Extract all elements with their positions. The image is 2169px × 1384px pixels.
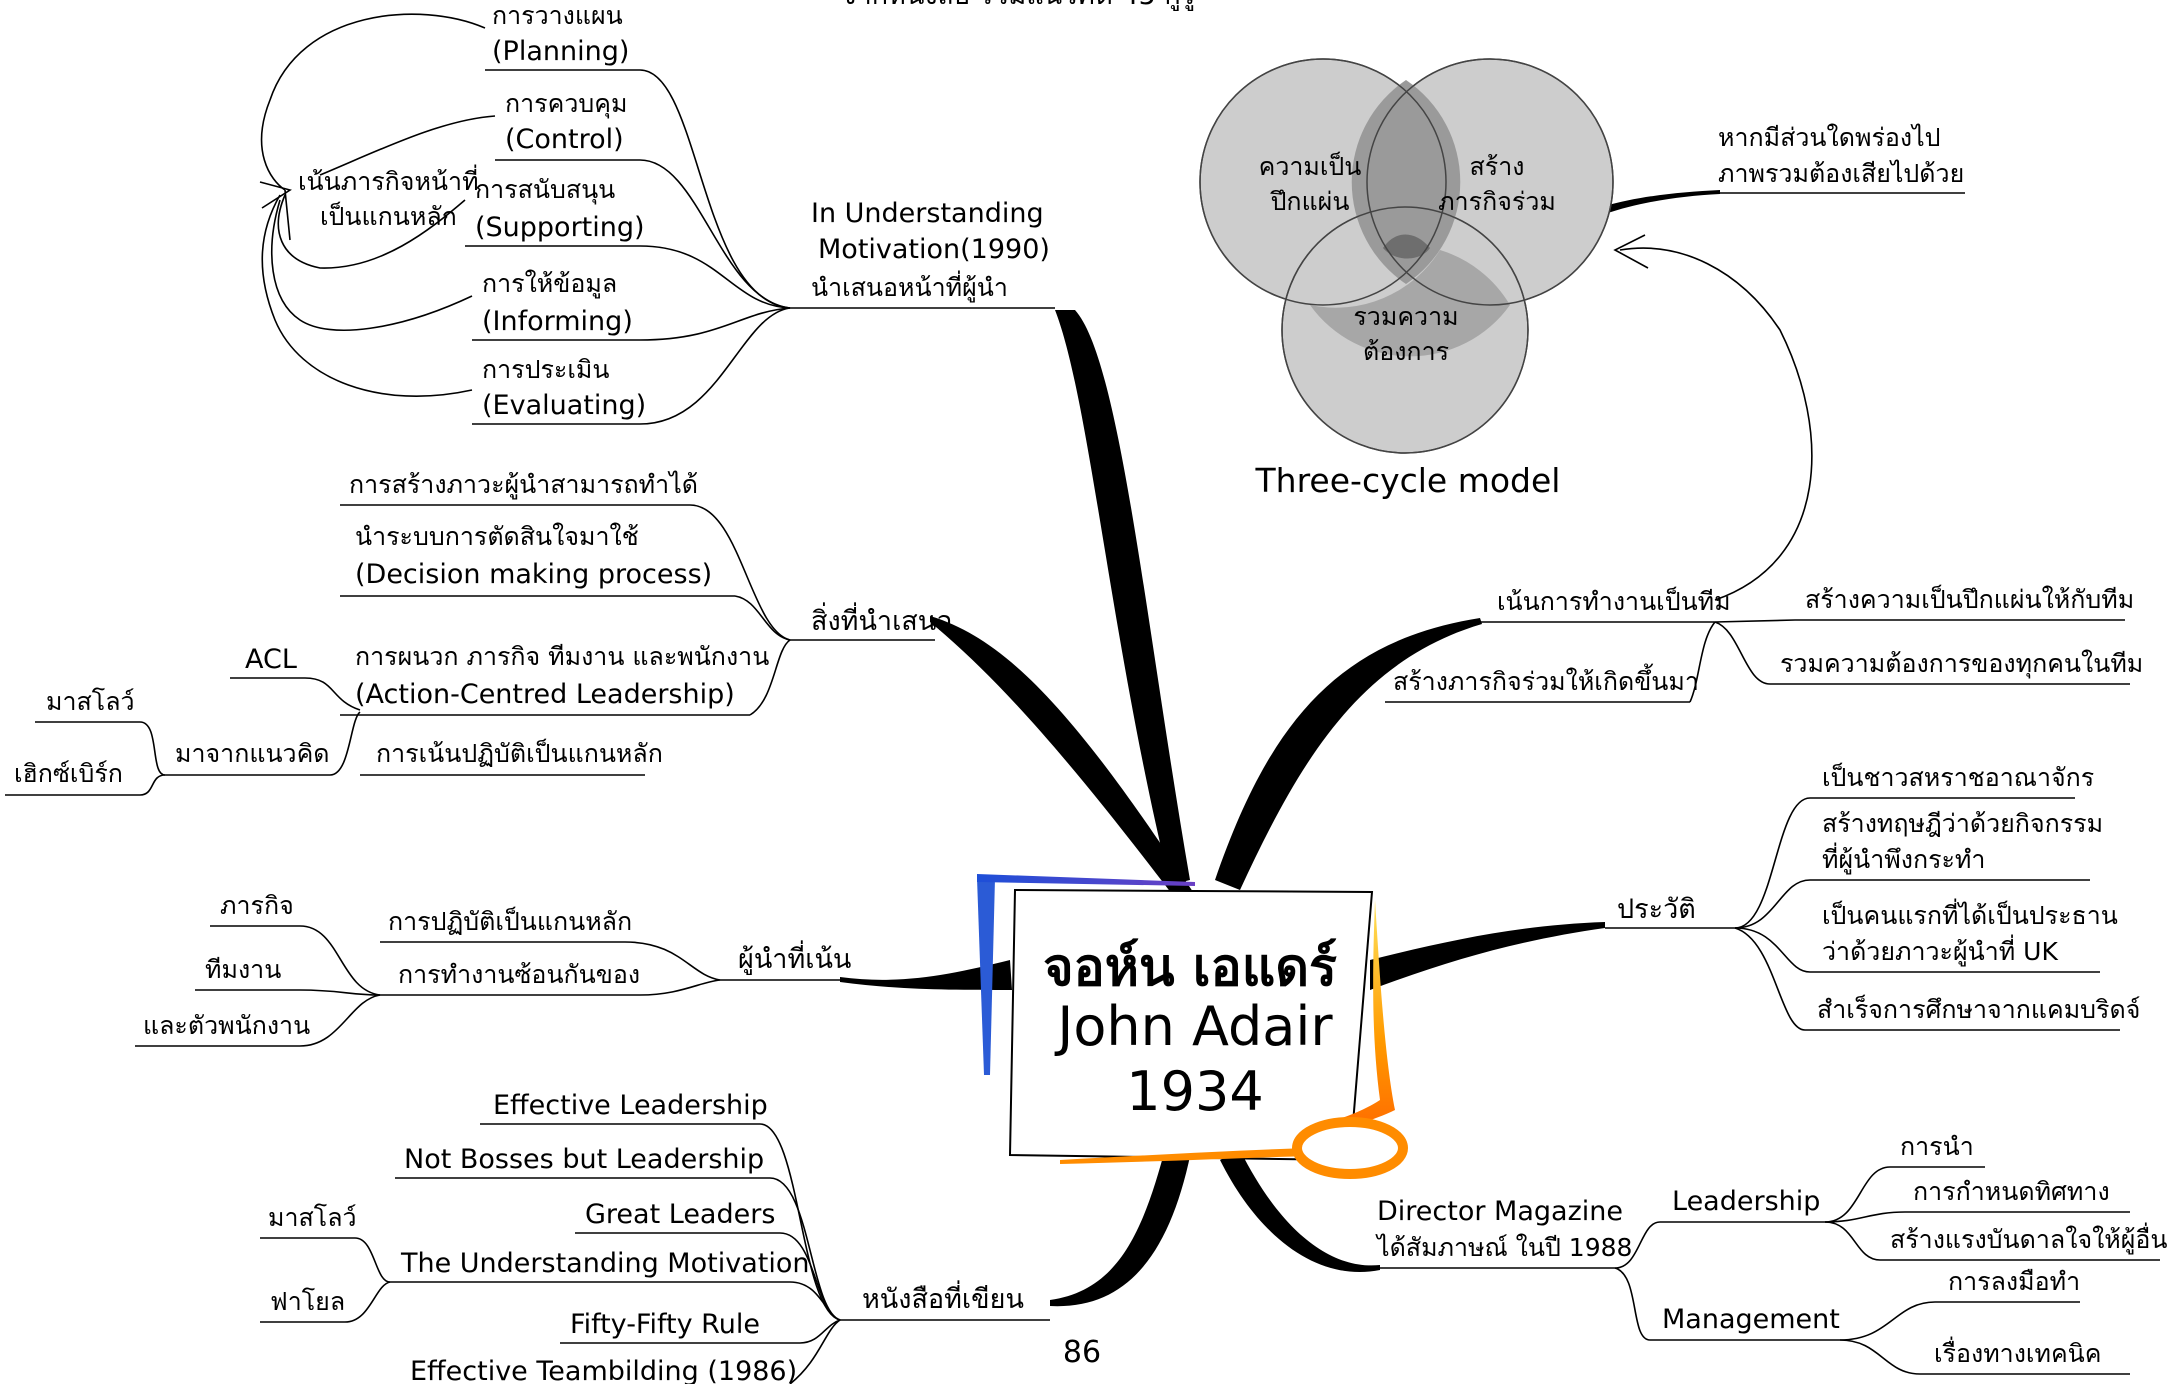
header-text: จากหนังสือ รวมแนวคิด 45 กูรู	[841, 0, 1196, 11]
history-item-2-th1: สร้างทฤษฎีว่าด้วยกิจกรรม	[1822, 809, 2103, 838]
book-6: Effective Teambilding (1986)	[410, 1356, 797, 1384]
center-year: 1934	[1126, 1060, 1263, 1123]
presented-influence-1: มาสโลว์	[46, 687, 135, 716]
history-item-1: เป็นชาวสหราชอาณาจักร	[1822, 762, 2094, 792]
understanding-title-3: นำเสนอหน้าที่ผู้นำ	[811, 270, 1008, 303]
venn-note-2: ภาพรวมต้องเสียไปด้วย	[1718, 159, 1964, 188]
book-4: The Understanding Motivation	[400, 1248, 809, 1279]
understanding-branch: In Understanding Motivation(1990) นำเสนอ…	[259, 1, 1055, 425]
leader-focus-sub-3: และตัวพนักงาน	[143, 1011, 310, 1040]
books-branch: หนังสือที่เขียน Effective Leadership Not…	[260, 1090, 1050, 1384]
books-title: หนังสือที่เขียน	[862, 1280, 1024, 1315]
history-title: ประวัติ	[1617, 894, 1696, 925]
teamwork-title: เน้นการทำงานเป็นทีม	[1497, 586, 1731, 616]
acl-label: ACL	[245, 644, 297, 675]
leader-focus-title: ผู้นำที่เน้น	[738, 940, 851, 975]
understanding-item-2-th: การควบคุม	[505, 89, 627, 119]
venn-label-task-2: ภารกิจร่วม	[1438, 187, 1556, 216]
management-item-2: เรื่องทางเทคนิค	[1934, 1336, 2101, 1368]
venn-label-needs-1: รวมความ	[1353, 302, 1458, 331]
venn-label-unity-1: ความเป็น	[1259, 151, 1362, 181]
books-influence-2: ฟาโยล	[270, 1287, 345, 1316]
history-item-4: สำเร็จการศึกษาจากแคมบริดจ์	[1817, 994, 2140, 1024]
teamwork-branch: เน้นการทำงานเป็นทีม สร้างความเป็นปึกแผ่น…	[1385, 584, 2143, 703]
source-label: มาจากแนวคิด	[175, 739, 330, 768]
understanding-item-5-th: การประเมิน	[482, 355, 609, 384]
director-title-1: Director Magazine	[1377, 1196, 1623, 1227]
management-item-1: การลงมือทำ	[1948, 1267, 2080, 1296]
director-title-2: ได้สัมภาษณ์ ในปี 1988	[1375, 1233, 1632, 1262]
venn-label-unity-2: ปึกแผ่น	[1270, 187, 1349, 216]
teamwork-item-1: สร้างความเป็นปึกแผ่นให้กับทีม	[1805, 584, 2134, 614]
understanding-item-2-en: (Control)	[505, 124, 624, 155]
center-card: จอห์น เอแดร์ John Adair 1934	[977, 874, 1408, 1179]
page-number: 86	[1063, 1335, 1101, 1370]
history-branch: ประวัติ เป็นชาวสหราชอาณาจักร สร้างทฤษฎีว…	[1605, 762, 2140, 1031]
book-1: Effective Leadership	[493, 1090, 768, 1121]
presented-influence-2: เฮิกซ์เบิร์ก	[14, 759, 123, 788]
leader-focus-sub-1: ภารกิจ	[220, 891, 294, 920]
presented-item-3-en: (Action-Centred Leadership)	[355, 679, 735, 710]
venn-label-needs-2: ต้องการ	[1363, 337, 1449, 366]
leader-focus-item-1: การปฏิบัติเป็นแกนหลัก	[388, 906, 632, 936]
teamwork-item-2: รวมความต้องการของทุกคนในทีม	[1780, 649, 2143, 679]
leadership-item-1: การนำ	[1900, 1132, 1974, 1161]
understanding-item-4-th: การให้ข้อมูล	[482, 269, 617, 299]
presented-branch: สิ่งที่นำเสนอ การสร้างภาวะผู้นำสามารถทำไ…	[5, 470, 952, 796]
understanding-item-1-th: การวางแผน	[492, 1, 623, 30]
venn-caption: Three-cycle model	[1255, 461, 1561, 500]
management-label: Management	[1662, 1304, 1840, 1335]
main-branches	[840, 190, 1720, 1307]
presented-title: สิ่งที่นำเสนอ	[811, 602, 952, 637]
understanding-item-5-en: (Evaluating)	[482, 390, 646, 421]
venn-diagram: ความเป็น ปึกแผ่น สร้าง ภารกิจร่วม รวมควา…	[1199, 58, 1965, 601]
presented-item-2-en: (Decision making process)	[355, 559, 712, 590]
presented-item-1: การสร้างภาวะผู้นำสามารถทำได้	[349, 470, 698, 500]
director-branch: Director Magazine ได้สัมภาษณ์ ในปี 1988 …	[1370, 1132, 2168, 1375]
book-2: Not Bosses but Leadership	[404, 1144, 764, 1175]
center-name-th: จอห์น เอแดร์	[1043, 938, 1337, 998]
venn-label-task-1: สร้าง	[1470, 152, 1525, 181]
presented-item-2-th: นำระบบการตัดสินใจมาใช้	[355, 522, 639, 551]
leader-focus-branch: ผู้นำที่เน้น การปฏิบัติเป็นแกนหลัก การทำ…	[135, 891, 851, 1047]
book-5: Fifty-Fifty Rule	[570, 1309, 760, 1340]
focus-text-1: เน้นภารกิจหน้าที่	[298, 164, 479, 196]
history-item-2-th2: ที่ผู้นำพึงกระทำ	[1822, 842, 1985, 875]
understanding-item-4-en: (Informing)	[482, 306, 633, 337]
books-influence-1: มาสโลว์	[268, 1203, 357, 1232]
leadership-item-3: สร้างแรงบันดาลใจให้ผู้อื่น	[1890, 1222, 2168, 1255]
focus-text-2: เป็นแกนหลัก	[320, 201, 457, 231]
presented-item-3-th: การผนวก ภารกิจ ทีมงาน และพนักงาน	[355, 642, 769, 671]
understanding-item-1-en: (Planning)	[492, 36, 629, 67]
leader-focus-item-2: การทำงานซ้อนกันของ	[398, 960, 640, 989]
presented-item-4: การเน้นปฏิบัติเป็นแกนหลัก	[376, 738, 663, 768]
history-item-3-th1: เป็นคนแรกที่ได้เป็นประธาน	[1822, 898, 2118, 930]
center-name-en: John Adair	[1054, 995, 1333, 1058]
leadership-label: Leadership	[1672, 1186, 1820, 1217]
leadership-item-2: การกำหนดทิศทาง	[1913, 1177, 2110, 1206]
history-item-3-th2: ว่าด้วยภาวะผู้นำที่ UK	[1822, 934, 2058, 967]
understanding-title-1: In Understanding	[811, 198, 1044, 229]
understanding-title-2: Motivation(1990)	[818, 234, 1050, 265]
book-3: Great Leaders	[585, 1199, 775, 1230]
venn-note-1: หากมีส่วนใดพร่องไป	[1718, 123, 1941, 152]
understanding-item-3-en: (Supporting)	[475, 212, 645, 243]
leader-focus-sub-2: ทีมงาน	[205, 955, 281, 984]
teamwork-item-3: สร้างภารกิจร่วมให้เกิดขึ้นมา	[1393, 663, 1699, 696]
understanding-item-3-th: การสนับสนุน	[475, 175, 615, 205]
